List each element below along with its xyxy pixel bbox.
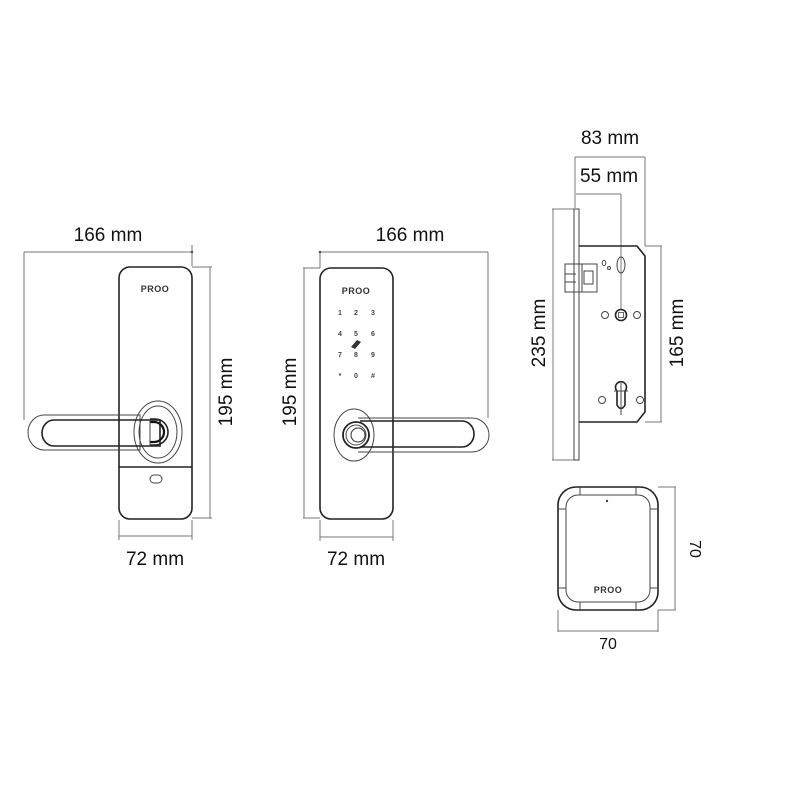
key-9: 9	[371, 352, 375, 359]
keypad: 1 2 3 4 5 6 7 8 9 * 0 #	[338, 310, 375, 380]
keypad-lock-brand: PROO	[342, 286, 371, 296]
gateway-width-label: 70	[599, 636, 617, 653]
key-hash: #	[371, 373, 375, 380]
latch-bolt	[564, 263, 598, 293]
gateway-brand: PROO	[594, 585, 623, 595]
keypad-lock-width-label: 166 mm	[376, 225, 445, 246]
key-6: 6	[371, 331, 375, 338]
status-led-icon	[605, 499, 609, 503]
gateway-inner-face	[565, 494, 651, 603]
front-lock-view: 166 mm 195 mm PROO 72 mm	[23, 225, 237, 570]
key-2: 2	[354, 310, 358, 317]
key-3: 3	[371, 310, 375, 317]
gateway-outer-frame	[557, 486, 659, 611]
keypad-lock-height-label: 195 mm	[280, 358, 301, 427]
mortise-faceplate-height-label: 235 mm	[529, 299, 550, 368]
gateway-view: PROO 70 70	[557, 486, 703, 653]
key-8: 8	[354, 352, 358, 359]
gateway-height-label: 70	[686, 540, 703, 558]
keypad-lock-panel	[319, 267, 394, 520]
key-0: 0	[354, 373, 358, 380]
mortise-total-depth-label: 83 mm	[581, 128, 639, 149]
mortise-case-height-label: 165 mm	[667, 299, 688, 368]
front-lock-panel	[118, 266, 193, 520]
front-lock-width-label: 166 mm	[74, 225, 143, 246]
front-lock-height-label: 195 mm	[216, 358, 237, 427]
key-7: 7	[338, 352, 342, 359]
keypad-lock-view: 166 mm 195 mm PROO 1 2 3 4 5 6 7 8 9 * 0…	[280, 225, 490, 570]
card-reader-icon	[351, 340, 361, 349]
key-cylinder-icon	[149, 474, 163, 484]
front-lock-panel-width-label: 72 mm	[126, 549, 184, 570]
key-5: 5	[354, 331, 358, 338]
key-star: *	[339, 373, 342, 380]
mortise-backset-label: 55 mm	[580, 166, 638, 187]
key-1: 1	[338, 310, 342, 317]
keypad-lock-panel-width-label: 72 mm	[327, 549, 385, 570]
key-4: 4	[338, 331, 342, 338]
mortise-view: 83 mm 55 mm 235 mm	[529, 128, 688, 461]
mortise-faceplate	[573, 208, 580, 461]
front-lock-brand: PROO	[141, 284, 170, 294]
mortise-case	[579, 245, 646, 423]
